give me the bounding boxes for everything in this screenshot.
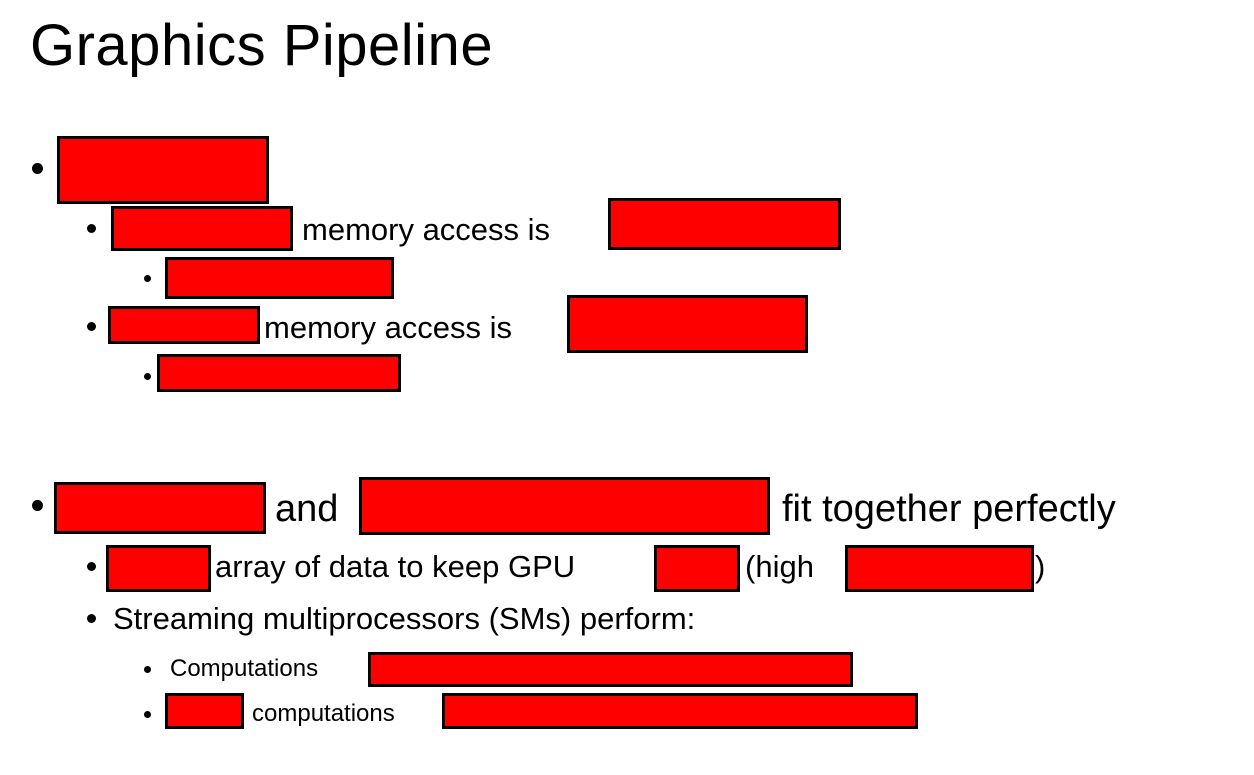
redacted-block <box>368 652 853 687</box>
redacted-block <box>108 306 260 344</box>
redacted-block <box>654 545 740 592</box>
bullet-text: fit together perfectly <box>782 488 1116 530</box>
bullet-text: memory access is <box>264 310 513 345</box>
redacted-block <box>442 693 918 729</box>
redacted-block <box>54 482 266 534</box>
redacted-block <box>567 295 808 353</box>
redacted-block <box>106 545 211 592</box>
redacted-block <box>608 198 841 250</box>
redacted-block <box>845 545 1034 592</box>
bullet-text: array of data to keep GPU <box>215 549 576 584</box>
redacted-block <box>57 136 269 204</box>
redacted-block <box>111 206 293 251</box>
bullet-text: ) <box>1035 549 1046 584</box>
bullet-text: Streaming multiprocessors (SMs) perform: <box>113 601 696 636</box>
bullet-text: and <box>275 488 339 530</box>
bullet-text: (high <box>745 549 814 584</box>
bullet-text: computations <box>252 700 395 727</box>
redacted-block <box>165 257 394 299</box>
bullet-text: memory access is <box>302 212 551 247</box>
slide-title: Graphics Pipeline <box>30 13 494 78</box>
bullet-text: Computations <box>170 655 319 682</box>
redacted-block <box>165 693 244 729</box>
redacted-block <box>359 477 770 535</box>
redacted-block <box>157 354 401 392</box>
